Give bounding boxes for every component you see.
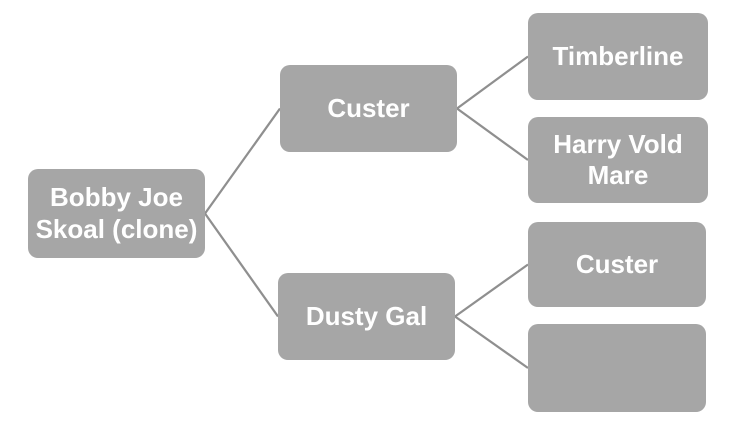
node-timberline: Timberline [528,13,708,100]
node-label: Bobby Joe Skoal (clone) [35,182,198,244]
edge-root-dam [204,212,279,318]
node-custer-sire: Custer [280,65,457,152]
node-bobby-joe-skoal-clone: Bobby Joe Skoal (clone) [28,169,205,258]
node-label: Timberline [552,40,684,71]
node-harry-vold-mare: Harry Vold Mare [528,117,708,203]
edge-dam-dam-dam [454,315,529,369]
node-label: Custer [327,92,410,123]
node-dusty-gal: Dusty Gal [278,273,455,360]
node-label: Dusty Gal [305,300,428,331]
node-unnamed-empty [528,324,706,412]
edge-sire-sire-dam [456,107,529,161]
node-label: Custer [575,248,659,279]
edge-root-sire [204,107,281,215]
edge-dam-dam-sire [454,263,529,318]
node-label: Harry Vold Mare [553,128,683,190]
edge-sire-sire-sire [456,55,529,110]
node-custer-dam-sire: Custer [528,222,706,307]
